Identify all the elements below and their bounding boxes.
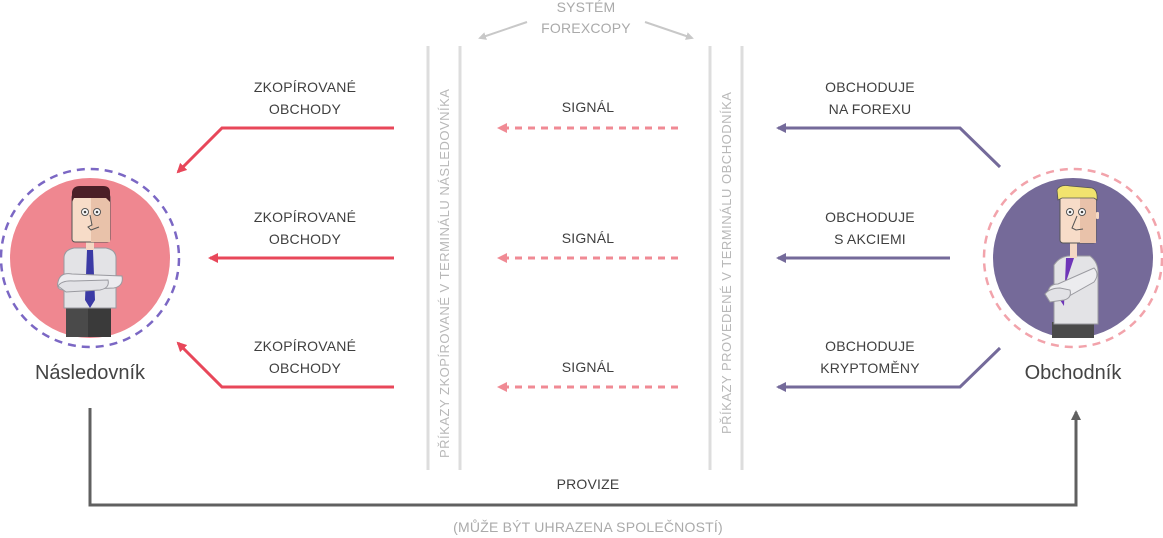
copied-arrow-3 bbox=[176, 341, 394, 389]
trade-label-3: OBCHODUJE KRYPTOMĚNY bbox=[795, 335, 945, 379]
copied-label-3: ZKOPÍROVANÉ OBCHODY bbox=[230, 335, 380, 379]
copied-arrow-1 bbox=[176, 126, 394, 174]
follower-name: Následovník bbox=[34, 362, 146, 384]
copied-label-1-line2: OBCHODY bbox=[268, 101, 342, 117]
commission-note: (MŮŽE BÝT UHRAZENA SPOLEČNOSTÍ) bbox=[453, 519, 723, 535]
follower-figure-icon bbox=[57, 186, 123, 337]
trade-label-3-line1: OBCHODUJE bbox=[825, 338, 915, 354]
copied-label-2-line2: OBCHODY bbox=[268, 231, 342, 247]
trade-label-2-line2: S AKCIEMI bbox=[834, 231, 906, 247]
signal-label-2: SIGNÁL bbox=[561, 230, 615, 246]
trade-label-2: OBCHODUJE S AKCIEMI bbox=[795, 206, 945, 250]
system-title-line1: SYSTÉM bbox=[556, 0, 616, 15]
trade-arrow-3 bbox=[776, 346, 1002, 392]
trader-terminal-label: PŘÍKAZY PROVEDENÉ V TERMINÁLU OBCHODNÍKA bbox=[719, 91, 734, 434]
trade-label-1-line1: OBCHODUJE bbox=[825, 79, 915, 95]
copied-label-3-line2: OBCHODY bbox=[268, 360, 342, 376]
copied-label-3-line1: ZKOPÍROVANÉ bbox=[253, 338, 357, 354]
copied-label-1: ZKOPÍROVANÉ OBCHODY bbox=[230, 76, 380, 120]
trader-avatar bbox=[982, 167, 1163, 349]
system-arrow-left bbox=[478, 21, 528, 40]
copied-label-2: ZKOPÍROVANÉ OBCHODY bbox=[230, 206, 380, 250]
trader-figure-icon bbox=[1044, 185, 1099, 338]
signal-label-1: SIGNÁL bbox=[561, 99, 615, 115]
system-title: SYSTÉM FOREXCOPY bbox=[520, 0, 652, 39]
trade-arrow-1 bbox=[776, 123, 1002, 169]
system-arrow-right bbox=[644, 21, 694, 40]
trader-name: Obchodník bbox=[1024, 362, 1122, 384]
copied-label-2-line1: ZKOPÍROVANÉ bbox=[253, 209, 357, 225]
commission-label: PROVIZE bbox=[556, 476, 620, 492]
trade-label-1: OBCHODUJE NA FOREXU bbox=[795, 76, 945, 120]
commission-arrow bbox=[88, 408, 1081, 507]
signal-label-3: SIGNÁL bbox=[561, 359, 615, 375]
trade-label-3-line2: KRYPTOMĚNY bbox=[820, 360, 920, 376]
system-title-line2: FOREXCOPY bbox=[541, 20, 631, 36]
copied-label-1-line1: ZKOPÍROVANÉ bbox=[253, 79, 357, 95]
trade-label-1-line2: NA FOREXU bbox=[828, 101, 912, 117]
follower-avatar bbox=[0, 167, 181, 349]
follower-terminal-label: PŘÍKAZY ZKOPÍROVANÉ V TERMINÁLU NÁSLEDOV… bbox=[437, 88, 452, 458]
trade-label-2-line1: OBCHODUJE bbox=[825, 209, 915, 225]
